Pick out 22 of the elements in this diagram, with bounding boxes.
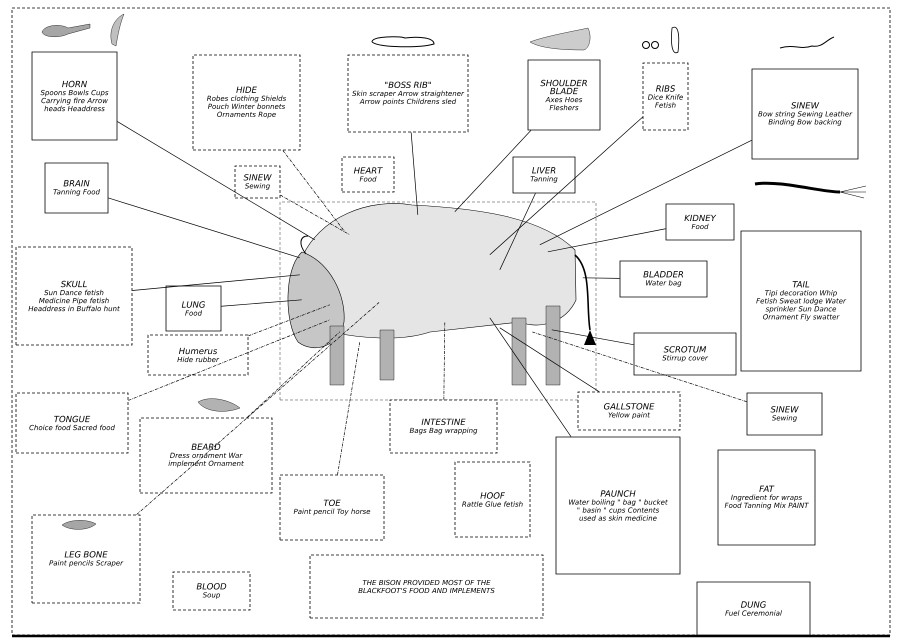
leader-line [108,198,300,258]
leader-line [280,194,350,236]
leader-line [539,140,752,246]
leader-line [531,331,747,402]
leader-line [551,329,634,346]
leader-line [489,116,643,256]
leader-line [454,130,532,212]
leader-line [337,341,360,475]
leader-line [248,304,330,336]
leader-line [410,132,418,216]
leader-line [246,331,340,418]
leader-line [132,274,300,291]
leader-line [582,277,620,279]
leader-line [547,228,666,252]
leader-line [499,193,536,270]
leader-line [128,319,330,401]
bison-drawing [280,202,596,400]
leader-line [221,299,302,307]
leader-line [443,321,446,400]
leader-line [282,150,346,232]
leader-line [117,121,316,240]
leader-line [136,301,380,515]
